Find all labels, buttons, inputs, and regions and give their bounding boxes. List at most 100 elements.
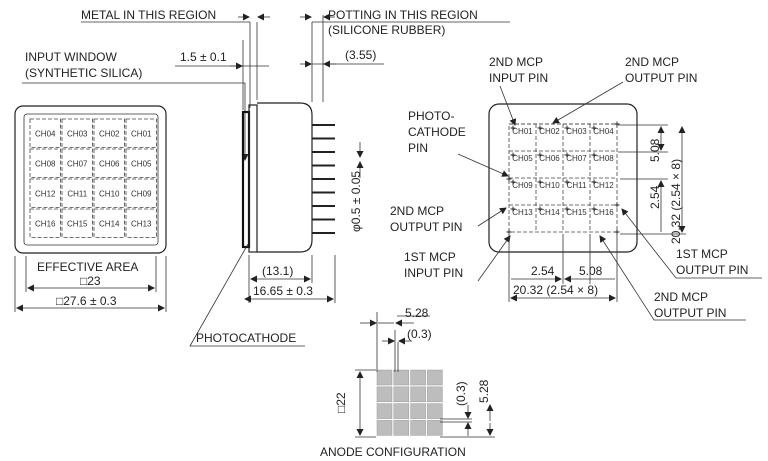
- front-window-frame: [23, 113, 159, 246]
- anode-gap-value: (0.3): [407, 327, 432, 341]
- front-outer-body: [14, 105, 167, 254]
- mcp1-output-pin-label: OUTPUT PIN: [676, 263, 748, 277]
- mcp2-output-bottom-label: 2ND MCP: [654, 290, 708, 304]
- side-window: [241, 110, 251, 249]
- mcp2-output-left-pin-label: OUTPUT PIN: [390, 220, 462, 234]
- back-channel-label: CH11: [567, 181, 587, 190]
- front-channel-cell: [61, 118, 93, 148]
- front-channel-label: CH14: [99, 219, 120, 228]
- anode-pad: [427, 386, 443, 403]
- anode-grid: [376, 369, 443, 436]
- anode-pitch-value: 5.28: [405, 306, 429, 320]
- front-channel-cell: [93, 178, 125, 208]
- pin-marker: [564, 152, 570, 158]
- pin-marker: [537, 179, 543, 185]
- mcp1-input-label: 1ST MCP: [404, 250, 456, 264]
- front-channel-cell: [61, 148, 93, 178]
- photocathode-pin-label-2: CATHODE: [408, 125, 466, 139]
- mcp1-input-leader: [477, 235, 511, 282]
- anode-pad: [376, 369, 393, 386]
- effective-area-value: □23: [80, 274, 101, 288]
- input-window-label: INPUT WINDOW: [25, 50, 117, 64]
- mcp2-output-top-label: 2ND MCP: [625, 55, 679, 69]
- metal-region-label: METAL IN THIS REGION: [81, 8, 216, 22]
- back-channel-label: CH13: [512, 208, 533, 217]
- mcp2-output-top-pin-label: OUTPUT PIN: [625, 71, 697, 85]
- back-channel-label: CH09: [512, 181, 533, 190]
- back-channel-label: CH08: [593, 154, 614, 163]
- side-pins: [312, 124, 335, 234]
- input-window-material-label: (SYNTHETIC SILICA): [25, 66, 142, 80]
- back-channel-label: CH01: [512, 127, 533, 136]
- front-channel-label: CH06: [99, 159, 120, 168]
- front-channel-label: CH03: [67, 129, 88, 138]
- anode-pad: [376, 403, 393, 419]
- back-channel-label: CH12: [593, 181, 614, 190]
- front-channel-label: CH09: [131, 189, 152, 198]
- anode-pad: [410, 369, 426, 386]
- mcp2-output-left-label: 2ND MCP: [390, 204, 444, 218]
- front-channel-cell: [125, 208, 157, 238]
- front-channel-cell: [61, 178, 93, 208]
- front-channel-label: CH08: [35, 159, 56, 168]
- window-thickness-value: 1.5 ± 0.1: [180, 50, 227, 64]
- pin-marker: [537, 206, 543, 212]
- outer-size-value: □27.6 ± 0.3: [56, 294, 117, 308]
- front-channel-label: CH01: [131, 129, 152, 138]
- anode-pad: [410, 420, 426, 436]
- total-length-value: 16.65 ± 0.3: [253, 284, 313, 298]
- photocathode-pin-label-3: PIN: [408, 141, 428, 155]
- pin-marker: [564, 179, 570, 185]
- front-channel-cell: [125, 118, 157, 148]
- front-channel-cell: [29, 148, 61, 178]
- front-channel-cell: [29, 208, 61, 238]
- pin-marker: [506, 176, 512, 182]
- anode-pad: [393, 369, 410, 386]
- front-channel-label: CH10: [99, 189, 120, 198]
- pins-h-value: 20.32 (2.54 × 8): [513, 283, 598, 297]
- anode-pad: [376, 386, 393, 403]
- anode-pitch-v-value: 5.28: [477, 379, 491, 403]
- mcp2-input-leader: [499, 85, 517, 126]
- anode-pad: [376, 420, 393, 436]
- mcp2-output-left-leader: [477, 207, 507, 227]
- front-channel-label: CH05: [131, 159, 152, 168]
- mcp2-output-bottom-leader: [599, 235, 746, 321]
- body-length-value: (13.1): [262, 264, 293, 278]
- potting-region-label: POTTING IN THIS REGION: [328, 8, 478, 22]
- front-channel-label: CH12: [35, 189, 56, 198]
- pin-marker: [591, 152, 597, 158]
- side-metal-flange: [248, 104, 258, 253]
- mcp1-output-leader: [621, 208, 762, 279]
- pitch-h-value: 2.54: [531, 264, 555, 278]
- front-channel-cell: [125, 148, 157, 178]
- pitch-h2-value: 5.08: [579, 264, 603, 278]
- pin-marker: [510, 206, 516, 212]
- front-channel-cell: [125, 178, 157, 208]
- pin-marker: [510, 152, 516, 158]
- front-channel-cell: [61, 208, 93, 238]
- back-channel-label: CH07: [566, 154, 587, 163]
- mcp2-input-pin-label: INPUT PIN: [489, 71, 548, 85]
- anode-pad: [393, 386, 410, 403]
- back-channel-label: CH10: [539, 181, 560, 190]
- photocathode-pin-label-1: PHOTO-: [408, 109, 454, 123]
- back-channel-label: CH03: [566, 127, 587, 136]
- front-channel-cell: [29, 118, 61, 148]
- front-channel-label: CH11: [67, 189, 87, 198]
- front-channel-cell: [93, 208, 125, 238]
- back-channel-label: CH06: [539, 154, 560, 163]
- anode-pad: [427, 369, 443, 386]
- pin-marker: [591, 206, 597, 212]
- anode-pad: [427, 420, 443, 436]
- pin-marker: [591, 179, 597, 185]
- pin-marker: [614, 121, 620, 127]
- back-channel-label: CH05: [512, 154, 533, 163]
- anode-pad: [393, 403, 410, 419]
- pin-marker: [614, 229, 620, 235]
- front-channel-label: CH15: [67, 219, 88, 228]
- photocathode-pin-leader: [457, 153, 509, 177]
- anode-pad: [393, 420, 410, 436]
- side-body: [257, 102, 313, 253]
